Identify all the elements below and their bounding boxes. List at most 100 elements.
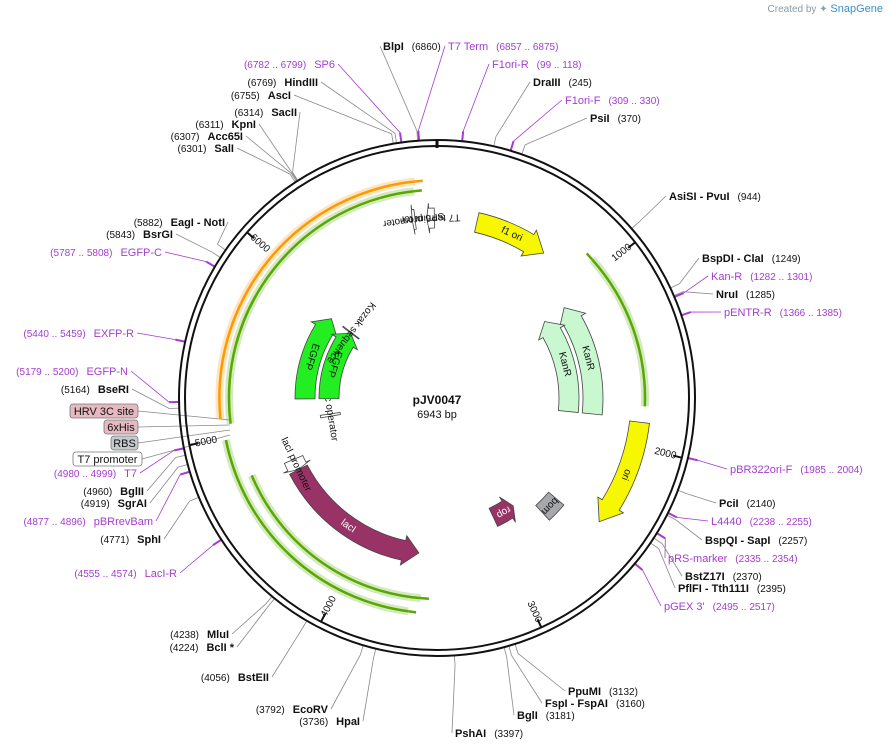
site-leader-line [451, 665, 456, 734]
site-name: AsiSI - PvuI [669, 191, 730, 203]
enzyme-site-hpai[interactable]: (3736)HpaI [299, 716, 360, 728]
site-leader-line [673, 291, 684, 297]
enzyme-site-bcli[interactable]: (4224)BclI * [170, 642, 235, 654]
site-position: (6782 .. 6799) [244, 60, 306, 71]
site-leader-line [676, 517, 709, 522]
primer-site-sp6[interactable]: (6782 .. 6799)SP6 [244, 59, 335, 71]
feature-laci[interactable] [289, 464, 420, 566]
primer-site-egfp-c[interactable]: (5787 .. 5808)EGFP-C [50, 247, 162, 259]
primer-site-egfp-n[interactable]: (5179 .. 5200)EGFP-N [16, 366, 128, 378]
site-leader-line [666, 514, 676, 521]
enzyme-site-sgrai[interactable]: (4919)SgrAI [81, 498, 147, 510]
created-by-text: Created by [767, 4, 817, 15]
enzyme-site-bspdi-clai[interactable]: BspDI - ClaI(1249) [702, 253, 801, 265]
primer-site-l4440[interactable]: L4440(2238 .. 2255) [711, 516, 812, 528]
enzyme-site-bglii[interactable]: (4960)BglII [83, 486, 144, 498]
enzyme-site-hindiii[interactable]: (6769)HindIII [247, 77, 318, 89]
primer-site-pentr-r[interactable]: pENTR-R(1366 .. 1385) [724, 307, 842, 319]
enzyme-site-draiii[interactable]: DraIII(245) [533, 77, 592, 89]
enzyme-site-bstz17i[interactable]: BstZ17I(2370) [685, 571, 762, 583]
site-position: (5164) [61, 385, 90, 396]
site-label: (5843)BsrGI [106, 229, 173, 241]
site-label: PshAI(3397) [455, 728, 523, 740]
feature-bom[interactable] [535, 491, 565, 521]
site-leader-line [675, 519, 703, 541]
enzyme-site-asisi-pvui[interactable]: AsiSI - PvuI(944) [669, 191, 761, 203]
primer-site-pbr322ori-f[interactable]: pBR322ori-F(1985 .. 2004) [730, 464, 863, 476]
site-label: PsiI(370) [590, 113, 641, 125]
site-position: (2495 .. 2517) [713, 602, 775, 613]
site-leader-line [320, 81, 396, 134]
primer-site-f1ori-r[interactable]: F1ori-R(99 .. 118) [492, 59, 582, 71]
site-label: NruI(1285) [716, 289, 775, 301]
enzyme-site-bsrgi[interactable]: (5843)BsrGI [106, 229, 173, 241]
feature-laci-promoter[interactable] [283, 454, 311, 474]
feature-egfp[interactable] [294, 318, 338, 400]
enzyme-site-nrui[interactable]: NruI(1285) [716, 289, 775, 301]
feature-kozak-sequence[interactable] [342, 325, 360, 340]
site-position: (4224) [170, 643, 199, 654]
site-label: (4919)SgrAI [81, 498, 147, 510]
enzyme-site-asci[interactable]: (6755)AscI [231, 90, 291, 102]
site-leader-line [453, 655, 456, 666]
enzyme-site-bseri[interactable]: (5164)BseRI [61, 384, 129, 396]
enzyme-site-fspi-fspai[interactable]: FspI - FspAI(3160) [545, 698, 645, 710]
thin-arc [218, 180, 415, 420]
enzyme-site-acc65i[interactable]: (6307)Acc65I [171, 131, 243, 143]
enzyme-site-blpi[interactable]: BlpI(6860) [383, 41, 441, 53]
enzyme-site-kpni[interactable]: (6311)KpnI [195, 119, 256, 131]
enzyme-site-sphi[interactable]: (4771)SphI [100, 534, 161, 546]
site-name: BstEII [238, 672, 269, 684]
tag-t7-promoter[interactable] [72, 451, 143, 467]
site-position: (4919) [81, 499, 110, 510]
primer-site-kan-r[interactable]: Kan-R(1282 .. 1301) [711, 271, 812, 283]
enzyme-site-ppumi[interactable]: PpuMI(3132) [568, 686, 638, 698]
primer-site-laci-r[interactable]: (4555 .. 4574) LacI-R [74, 568, 177, 580]
site-name: BspQI - SapI [705, 535, 770, 547]
primer-site-t7-term[interactable]: T7 Term(6857 .. 6875) [448, 41, 558, 53]
enzyme-site-sacii[interactable]: (6314)SacII [234, 107, 297, 119]
primer-site-exfp-r[interactable]: (5440 .. 5459)EXFP-R [23, 328, 134, 340]
primer-site-pgex-3[interactable]: pGEX 3'(2495 .. 2517) [664, 601, 775, 613]
site-name: LacI-R [145, 568, 177, 580]
enzyme-site-pflfi-tth111i[interactable]: PflFI - Tth111I(2395) [678, 583, 786, 595]
feature-kanr[interactable] [537, 321, 580, 413]
site-leader-line [417, 45, 446, 131]
enzyme-site-bspqi-sapi[interactable]: BspQI - SapI(2257) [705, 535, 807, 547]
site-label: (6301)SalI [178, 143, 234, 155]
primer-site-f1ori-f[interactable]: F1ori-F(309 .. 330) [565, 95, 660, 107]
enzyme-site-bgli[interactable]: BglI(3181) [517, 710, 575, 722]
site-name: T7 [124, 468, 137, 480]
primer-site-prs-marker[interactable]: pRS-marker(2335 .. 2354) [668, 553, 798, 565]
enzyme-site-bsteii[interactable]: (4056)BstEII [201, 672, 269, 684]
enzyme-site-eagi-noti[interactable]: (5882)EagI - NotI [134, 217, 225, 229]
feature-sp6-promoter[interactable] [410, 204, 417, 235]
feature-t7-terminator[interactable] [426, 203, 435, 234]
site-position: (5440 .. 5459) [23, 329, 85, 340]
enzyme-site-pshai[interactable]: PshAI(3397) [455, 728, 523, 740]
tag-6xhis[interactable] [103, 419, 139, 435]
site-position: (2238 .. 2255) [750, 517, 812, 528]
feature-f1-ori[interactable] [474, 212, 545, 257]
site-label: (5882)EagI - NotI [134, 217, 225, 229]
feature-lac-operator[interactable] [319, 411, 341, 419]
tag-hrv-3c-site[interactable] [69, 403, 139, 419]
site-position: (4555 .. 4574) [74, 569, 136, 580]
site-leader-line [462, 63, 490, 132]
site-label: (5179 .. 5200)EGFP-N [16, 366, 128, 378]
primer-site-pbrrevbam[interactable]: (4877 .. 4896)pBRrevBam [23, 516, 153, 528]
feature-rop[interactable] [488, 496, 516, 527]
primer-site-t7[interactable]: (4980 .. 4999)T7 [54, 468, 137, 480]
feature-ori[interactable] [597, 420, 650, 523]
enzyme-site-sali[interactable]: (6301)SalI [178, 143, 234, 155]
enzyme-site-psii[interactable]: PsiI(370) [590, 113, 641, 125]
enzyme-site-pcii[interactable]: PciI(2140) [719, 498, 775, 510]
tag-rbs[interactable] [110, 435, 139, 451]
enzyme-site-ecorv[interactable]: (3792)EcoRV [256, 704, 329, 716]
site-label: (6311)KpnI [195, 119, 256, 131]
site-name: PflFI - Tth111I [678, 583, 749, 595]
enzyme-site-mlui[interactable]: (4238)MluI [170, 629, 229, 641]
site-position: (5882) [134, 218, 163, 229]
site-label: pENTR-R(1366 .. 1385) [724, 307, 842, 319]
feature-kanr[interactable] [558, 307, 604, 416]
